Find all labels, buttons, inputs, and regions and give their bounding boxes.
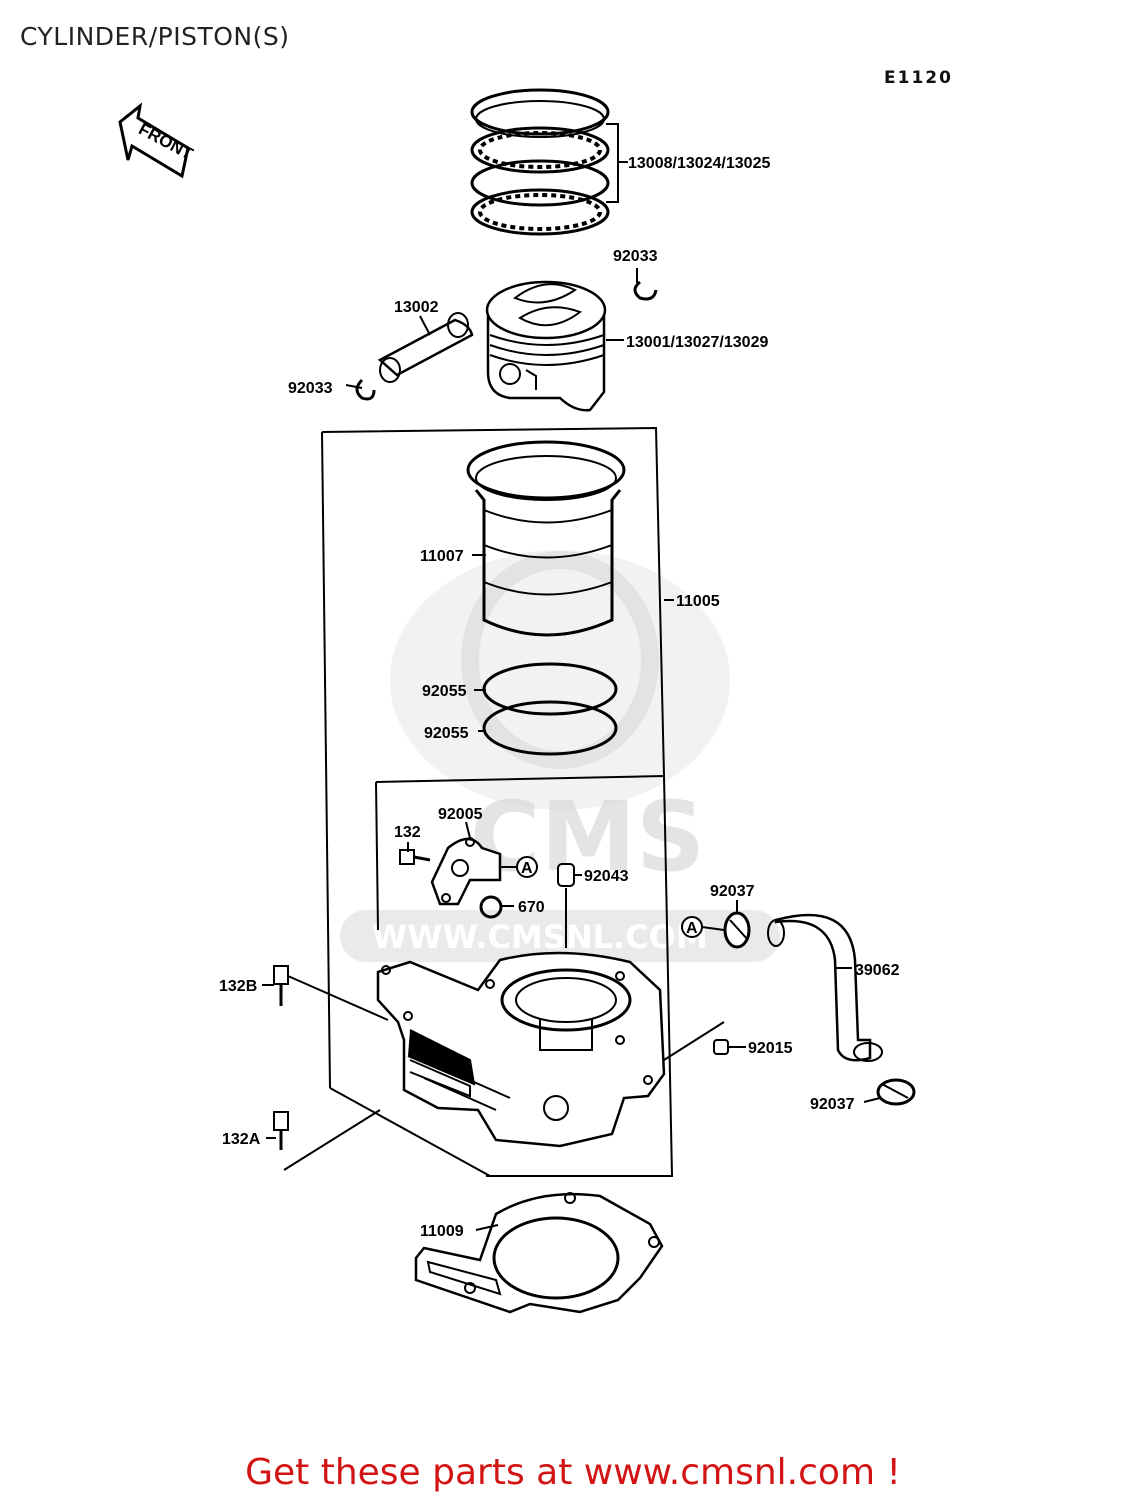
callout-bolt-b: 132B (219, 978, 257, 995)
callout-oring-upper: 92055 (422, 683, 467, 700)
page-title: CYLINDER/PISTON(S) (20, 22, 290, 51)
callout-oring-lower: 92055 (424, 725, 469, 742)
callout-hose: 39062 (855, 962, 900, 979)
callout-clip-top: 92033 (613, 248, 658, 265)
footer-link[interactable]: Get these parts at www.cmsnl.com ! (245, 1452, 901, 1493)
svg-text:A: A (686, 920, 698, 937)
oring-lower (482, 700, 618, 756)
piston-pin (377, 312, 474, 383)
hose-clamp-top (723, 911, 751, 949)
callout-clip-left: 92033 (288, 380, 333, 397)
callout-fitting: 92005 (438, 806, 483, 823)
dowel-92043 (557, 863, 575, 948)
assembly-bracket-11005 (321, 426, 665, 777)
hose-clamp-bottom (876, 1078, 916, 1106)
callout-plug: 92015 (748, 1040, 793, 1057)
piston-rings (470, 88, 628, 236)
callout-bolt-fitting: 132 (394, 824, 421, 841)
water-fitting (430, 837, 502, 906)
bolt-132 (399, 849, 431, 865)
ref-a-left: A (500, 856, 538, 878)
plug-92015 (663, 1021, 729, 1061)
ref-a-right: A (681, 916, 725, 938)
bolt-132a (273, 1087, 491, 1177)
cylinder-block (376, 951, 666, 1148)
clip-top (633, 280, 658, 301)
watermark-logo: CMS WWW.CMSNL.COM (340, 550, 780, 962)
callout-pin: 13002 (394, 299, 439, 316)
callout-oring-fitting: 670 (518, 899, 545, 916)
bolt-132b (273, 965, 389, 1021)
callout-hose-clamp-top: 92037 (710, 883, 755, 900)
svg-text:A: A (521, 860, 533, 877)
callout-rings: 13008/13024/13025 (628, 155, 770, 172)
hose-39062 (767, 913, 883, 1062)
callout-sleeve: 11007 (420, 548, 464, 565)
assembly-bracket-92005 (375, 774, 674, 1177)
drawing-code: E1120 (884, 68, 953, 88)
callout-cylinder-assy: 11005 (676, 593, 720, 610)
callout-bolt-a: 132A (222, 1131, 261, 1148)
base-gasket (414, 1192, 664, 1314)
callout-gasket: 11009 (420, 1223, 464, 1240)
callout-hose-clamp-bottom: 92037 (810, 1096, 855, 1113)
piston (485, 280, 607, 412)
clip-left (355, 378, 376, 401)
front-arrow-icon: FRONT (118, 102, 197, 179)
callout-piston: 13001/13027/13029 (626, 334, 768, 351)
callout-dowel: 92043 (584, 868, 629, 885)
watermark-url: WWW.CMSNL.COM (372, 918, 708, 956)
cylinder-sleeve (466, 440, 626, 637)
